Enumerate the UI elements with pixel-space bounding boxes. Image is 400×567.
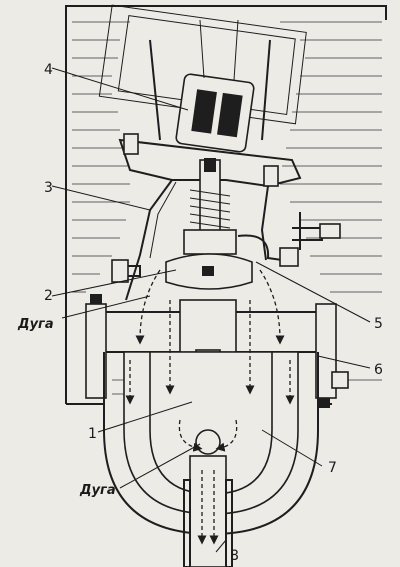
label-5: 5 xyxy=(374,316,383,332)
terminal-bracket xyxy=(237,212,341,267)
label-arc-lower: Дуга xyxy=(79,483,116,498)
upper-spring xyxy=(189,189,231,229)
flange xyxy=(85,294,349,408)
leader-lines xyxy=(51,67,371,553)
label-6: 6 xyxy=(374,362,383,378)
label-8: 8 xyxy=(230,548,239,564)
cover-casting xyxy=(118,133,302,301)
operating-mechanism xyxy=(98,4,307,153)
label-2: 2 xyxy=(44,288,53,304)
outlet-pipe xyxy=(183,455,233,567)
label-arc-upper: Дуга xyxy=(17,317,54,332)
label-4: 4 xyxy=(44,62,53,78)
arc-contact-ball xyxy=(195,429,221,455)
gas-flow-arrows xyxy=(125,269,295,545)
upper-spring-assembly xyxy=(183,158,237,271)
moving-contact xyxy=(165,253,253,290)
label-1: 1 xyxy=(88,426,97,442)
label-3: 3 xyxy=(44,180,53,196)
label-7: 7 xyxy=(328,460,337,476)
